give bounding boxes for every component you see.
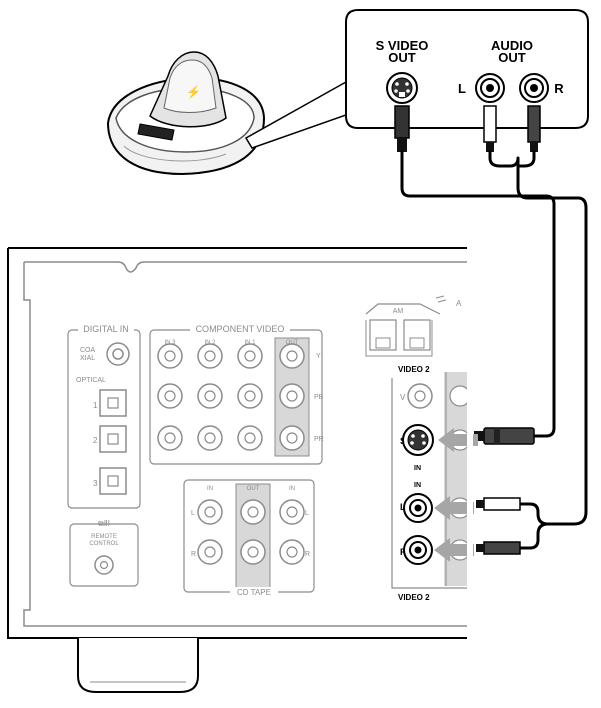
component-jack-r0-c3[interactable] xyxy=(279,343,305,369)
cd-tape-jack-r0-c0[interactable] xyxy=(197,499,223,525)
component-jack-r0-c0[interactable] xyxy=(157,343,183,369)
optical-port-1[interactable]: 1 xyxy=(93,389,127,417)
cd-l-label: L xyxy=(191,510,195,517)
remote-icon-label: ⧉ⅡⅠ xyxy=(98,519,110,528)
receiver-plugs xyxy=(474,427,535,555)
v-label: V xyxy=(400,393,406,402)
coaxial-label-1: COA xyxy=(80,347,96,354)
cd-tape-jack-r1-c2[interactable] xyxy=(279,539,305,565)
cables xyxy=(400,150,588,550)
cd-tape-label: CD TAPE xyxy=(237,588,271,597)
cd-tape-jack-grid xyxy=(197,499,305,565)
remote-control-label-1: REMOTE xyxy=(91,534,117,540)
tape-l-label: L xyxy=(305,510,309,517)
audio-left-arrow xyxy=(434,496,474,520)
audio-out-label-2: OUT xyxy=(498,50,526,65)
component-in2-label: IN 2 xyxy=(204,340,216,346)
component-jack-r2-c1[interactable] xyxy=(197,425,223,451)
component-in1-label: IN 1 xyxy=(244,340,256,346)
digital-in-section: DIGITAL IN COA XIAL OPTICAL 1 2 3 xyxy=(67,324,141,509)
remote-control-label-2: CONTROL xyxy=(89,541,119,547)
av-receiver-rear xyxy=(7,247,470,693)
cd-r-label: R xyxy=(191,551,196,558)
svideo-out-label-2: OUT xyxy=(388,50,416,65)
component-pb-label: PB xyxy=(314,394,324,401)
cd-tape-jack-r1-c0[interactable] xyxy=(197,539,223,565)
optical-port-2[interactable]: 2 xyxy=(93,425,127,453)
component-jack-r2-c2[interactable] xyxy=(237,425,263,451)
remote-control-jack[interactable] xyxy=(94,555,114,575)
dock-rear-panel: S VIDEO OUT AUDIO OUT L R xyxy=(345,9,589,129)
component-jack-r0-c2[interactable] xyxy=(237,343,263,369)
tape-r-label: R xyxy=(305,551,310,558)
cd-tape-jack-r0-c2[interactable] xyxy=(279,499,305,525)
component-jack-r1-c1[interactable] xyxy=(197,383,223,409)
optical-port-3[interactable]: 3 xyxy=(93,467,127,495)
tape-out-label: OUT xyxy=(247,486,260,492)
audio-right-arrow xyxy=(434,538,474,562)
dock-audio-left-jack[interactable] xyxy=(475,73,505,103)
audio-out-label-1: AUDIO xyxy=(491,38,533,53)
video2-bottom-label: VIDEO 2 xyxy=(398,593,430,602)
coaxial-label-2: XIAL xyxy=(80,355,95,362)
digital-in-label: DIGITAL IN xyxy=(83,324,129,334)
component-jack-r1-c0[interactable] xyxy=(157,383,183,409)
component-in3-label: IN 3 xyxy=(164,340,176,346)
remote-control-section: ⧉ⅡⅠ REMOTE CONTROL xyxy=(69,519,139,587)
am-label: AM xyxy=(393,308,404,315)
video2-top-label: VIDEO 2 xyxy=(398,365,430,374)
component-video-section: COMPONENT VIDEO IN 3 IN 2 IN 1 OUT Y PB … xyxy=(149,324,324,465)
coaxial-jack[interactable] xyxy=(106,342,130,366)
svg-text:2: 2 xyxy=(93,436,98,445)
tape-in-label: IN xyxy=(289,486,295,492)
component-video-label: COMPONENT VIDEO xyxy=(196,324,285,334)
video2-input-section: VIDEO 2 V S IN IN L R xyxy=(391,365,471,602)
component-out-label: OUT xyxy=(286,340,299,346)
video2-composite-jack[interactable] xyxy=(407,383,433,409)
component-jack-r0-c1[interactable] xyxy=(197,343,223,369)
l-label: L xyxy=(400,502,406,512)
dock-audio-right-jack[interactable] xyxy=(519,73,549,103)
video2-svideo-jack[interactable] xyxy=(402,424,434,456)
svideo-out-label-1: S VIDEO xyxy=(376,38,429,53)
dock-logo: ⚡ xyxy=(186,85,201,99)
component-jack-r2-c0[interactable] xyxy=(157,425,183,451)
component-y-label: Y xyxy=(316,353,321,360)
am-antenna-terminal: AM A xyxy=(365,295,462,357)
cd-tape-jack-r0-c1[interactable] xyxy=(240,499,266,525)
svg-text:3: 3 xyxy=(93,479,98,488)
cd-in-label: IN xyxy=(207,486,213,492)
audio-right-label: R xyxy=(554,81,564,96)
optical-label: OPTICAL xyxy=(76,377,106,384)
video2-audio-left-jack[interactable] xyxy=(403,493,433,523)
component-jack-r2-c3[interactable] xyxy=(279,425,305,451)
component-pr-label: PR xyxy=(314,436,324,443)
svg-text:1: 1 xyxy=(93,401,98,410)
antenna-suffix-label: A xyxy=(456,299,462,308)
dock-plugs xyxy=(394,105,541,152)
in-top-label: IN xyxy=(414,465,421,472)
component-jack-r1-c3[interactable] xyxy=(279,383,305,409)
video2-audio-right-jack[interactable] xyxy=(403,535,433,565)
component-jack-grid xyxy=(157,343,305,451)
dock-svideo-jack[interactable] xyxy=(386,72,418,104)
audio-cable xyxy=(516,164,588,526)
in-bottom-label: IN xyxy=(414,482,421,489)
cd-tape-section: IN OUT IN L R L R CD TAPE xyxy=(183,479,315,597)
component-jack-r1-c2[interactable] xyxy=(237,383,263,409)
ipod-dock: ⚡ xyxy=(106,51,266,176)
cd-tape-jack-r1-c1[interactable] xyxy=(240,539,266,565)
audio-left-label: L xyxy=(458,81,466,96)
